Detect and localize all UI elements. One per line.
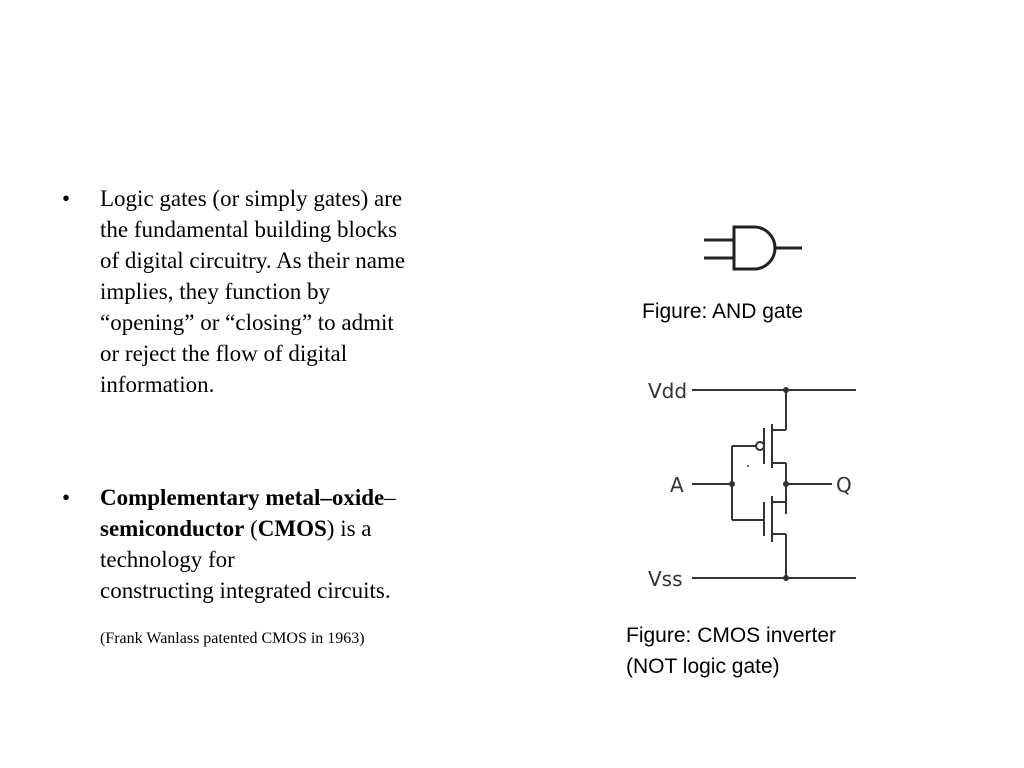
and-gate-caption: Figure: AND gate <box>642 300 804 323</box>
caption-line: Figure: CMOS inverter <box>626 624 837 647</box>
junction-dot <box>729 481 735 487</box>
text-line: constructing integrated circuits. <box>100 578 391 603</box>
stray-dot <box>747 465 749 467</box>
junction-dot <box>783 481 789 487</box>
text-line: semiconductor (CMOS) is a <box>100 513 490 544</box>
bullet-marker: • <box>62 485 71 510</box>
and-gate-body <box>732 225 777 271</box>
text-line: or reject the flow of digital <box>100 341 348 366</box>
caption-line: (NOT logic gate) <box>626 655 780 678</box>
cmos-inverter-caption: Figure: CMOS inverter (NOT logic gate) <box>626 620 836 682</box>
dash: – <box>384 485 396 510</box>
text-line: implies, they function by <box>100 279 330 304</box>
junction-dot <box>783 575 789 581</box>
footnote: (Frank Wanlass patented CMOS in 1963) <box>100 630 365 647</box>
text-line: Logic gates (or simply gates) are <box>100 186 403 211</box>
text-rest: ) is a <box>326 516 372 541</box>
cmos-term: semiconductor <box>100 516 245 541</box>
text-line: the fundamental building blocks <box>100 217 398 242</box>
cmos-abbrev: CMOS <box>257 516 327 541</box>
input-label: A <box>670 473 684 497</box>
paren-open: ( <box>244 516 258 541</box>
vdd-label: Vdd <box>648 379 687 403</box>
pmos-bubble <box>755 441 765 451</box>
and-gate-figure <box>704 225 802 271</box>
vss-label: Vss <box>648 567 683 591</box>
text-line: technology for <box>100 547 235 572</box>
text-line: Complementary metal–oxide– <box>100 482 490 513</box>
cmos-inverter-figure: Vdd Vss A Q <box>648 379 856 591</box>
cmos-term: Complementary metal–oxide <box>100 485 385 510</box>
output-label: Q <box>836 473 852 497</box>
bullet-text: Logic gates (or simply gates) are the fu… <box>100 183 490 400</box>
junction-dot <box>783 387 789 393</box>
text-line: information. <box>100 372 215 397</box>
bullet-marker: • <box>62 186 71 211</box>
bullet-text: Complementary metal–oxide– semiconductor… <box>100 482 490 606</box>
text-line: of digital circuitry. As their name <box>100 248 406 273</box>
text-line: “opening” or “closing” to admit <box>100 310 394 335</box>
